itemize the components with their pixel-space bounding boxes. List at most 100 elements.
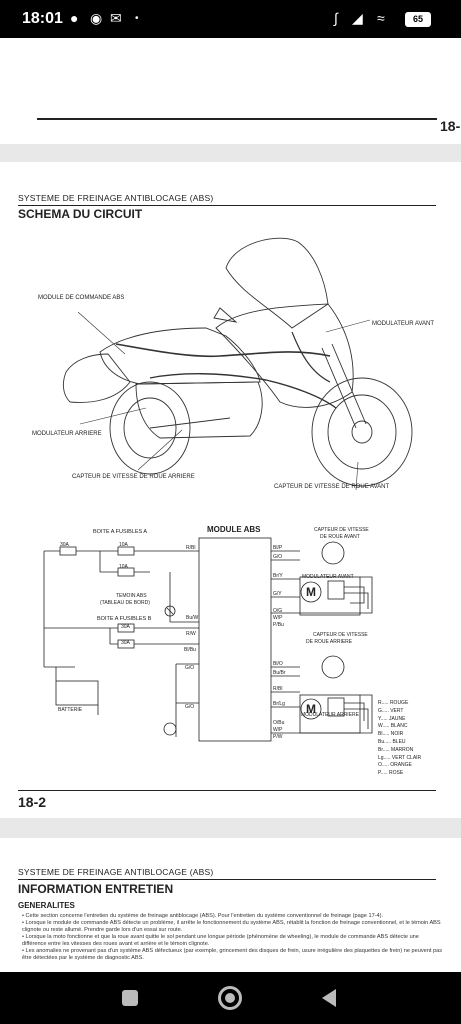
legend-item: Bu..... BLEU xyxy=(378,738,406,745)
wire-right: Bu/Br xyxy=(273,670,286,676)
callout-capteur-avant: CAPTEUR DE VITESSE DE ROUE AVANT xyxy=(274,484,390,490)
page-number: 18-2 xyxy=(18,794,47,810)
next-page: SYSTEME DE FREINAGE ANTIBLOCAGE (ABS) IN… xyxy=(0,838,461,972)
gmail-icon: ✉ xyxy=(110,10,122,26)
legend-item: R..... ROUGE xyxy=(378,700,409,706)
more-notifications-icon: • xyxy=(135,13,139,24)
battery-box xyxy=(55,680,99,706)
wire-right: P/W xyxy=(273,734,283,740)
wire-right: Br/Lg xyxy=(273,701,285,707)
temoin-label-2: (TABLEAU DE BORD) xyxy=(100,600,150,606)
signal-icon: ◢ xyxy=(352,10,363,26)
fuse-30a-b2 xyxy=(117,639,135,649)
wire-left: Bl/Bu xyxy=(184,647,196,653)
wire-right: G/O xyxy=(273,554,283,560)
legend-item: Y..... JAUNE xyxy=(378,715,406,722)
wire-right: W/P xyxy=(273,727,283,733)
rear-body-shape xyxy=(62,353,131,403)
bluetooth-icon: ∫ xyxy=(334,10,338,26)
recents-icon xyxy=(122,990,138,1006)
page-gap xyxy=(0,144,461,162)
rear-sensor-circle xyxy=(321,655,345,679)
motorcycle-illustration xyxy=(62,237,413,491)
chat-icon: ● xyxy=(70,10,79,26)
header-rule xyxy=(18,205,436,206)
previous-page: 18- xyxy=(0,38,461,144)
fuse-10a-1-label: 10A xyxy=(119,542,128,548)
footer-rule xyxy=(18,790,436,791)
modulateur-avant-label: MODULATEUR AVANT xyxy=(302,574,354,580)
next-page-title: INFORMATION ENTRETIEN xyxy=(18,882,174,896)
windscreen-shape xyxy=(225,237,329,329)
motor-m-rear: M xyxy=(306,702,316,716)
recents-button[interactable] xyxy=(116,984,144,1012)
callout-module-abs: MODULE DE COMMANDE ABS xyxy=(38,295,125,301)
page-title: SCHEMA DU CIRCUIT xyxy=(18,207,143,221)
navigation-bar xyxy=(0,972,461,1024)
front-modulator-box xyxy=(299,576,361,616)
wire-right: O/Bu xyxy=(273,720,285,726)
facebook-icon: ◉ xyxy=(90,10,103,26)
fuse-30a xyxy=(59,546,77,556)
wire-left: G/O xyxy=(185,704,195,710)
section-header: SYSTEME DE FREINAGE ANTIBLOCAGE (ABS) xyxy=(18,193,214,203)
wire-right: R/Bl xyxy=(273,686,283,692)
back-icon xyxy=(322,989,336,1007)
fuse-10a-1 xyxy=(117,546,135,556)
ground-symbol xyxy=(163,722,177,736)
boite-a-label: BOITE A FUSIBLES A xyxy=(93,529,148,535)
legend-item: Bl..... NOIR xyxy=(378,731,404,738)
wire-left: R/W xyxy=(186,631,196,637)
fuse-30a-b2-label: 30A xyxy=(121,640,130,646)
capteur-arriere-label-1: CAPTEUR DE VITESSE xyxy=(313,632,368,638)
next-header-rule xyxy=(18,879,436,880)
wire-left: Bu/W xyxy=(186,615,199,621)
capteur-arriere-label-2: DE ROUE ARRIERE xyxy=(306,639,353,645)
manual-page: SYSTEME DE FREINAGE ANTIBLOCAGE (ABS) SC… xyxy=(0,162,461,818)
fuse-30a-b1-label: 30A xyxy=(121,624,130,630)
page-gap xyxy=(0,818,461,838)
module-abs-label: MODULE ABS xyxy=(207,525,261,534)
callout-capteur-arriere: CAPTEUR DE VITESSE DE ROUE ARRIERE xyxy=(72,474,195,480)
front-sensor-circle xyxy=(321,541,345,565)
bullet-item: • Les anomalies ne provenant pas d'un sy… xyxy=(22,948,443,961)
capteur-avant-label-2: DE ROUE AVANT xyxy=(320,534,360,540)
bullet-item: • Lorsque la moto fonctionne et que la r… xyxy=(22,934,419,947)
wire-right: O/G xyxy=(273,608,283,614)
fuse-10a-2-label: 10A xyxy=(119,564,128,570)
capteur-avant-label-1: CAPTEUR DE VITESSE xyxy=(314,527,369,533)
legend-item: W..... BLANC xyxy=(378,723,408,730)
module-abs-box xyxy=(198,537,272,742)
status-time: 18:01 xyxy=(22,10,63,27)
front-wheel xyxy=(311,377,413,487)
modulateur-arriere-label: MODULATEUR ARRIERE xyxy=(301,712,359,718)
warning-lamp xyxy=(164,605,176,617)
wire-right: G/Y xyxy=(273,591,282,597)
page-rule xyxy=(37,118,437,120)
wifi-icon: ≈ xyxy=(377,10,385,26)
engine-shape xyxy=(135,381,263,439)
wire-right: Bl/P xyxy=(273,545,283,551)
fuse-10a-2 xyxy=(117,567,135,577)
legend-item: P..... ROSE xyxy=(378,770,404,777)
bullet-item: • Lorsque le module de commande ABS déte… xyxy=(22,920,441,933)
callout-modulateur-avant: MODULATEUR AVANT xyxy=(372,321,435,327)
back-button[interactable] xyxy=(316,984,344,1012)
callout-modulateur-arriere: MODULATEUR ARRIERE xyxy=(32,431,102,437)
next-bullets: • Cette section concerne l'entretien du … xyxy=(22,913,442,962)
fuse-30a-label: 30A xyxy=(60,542,69,548)
wire-right: P/Bu xyxy=(273,622,284,628)
legend-item: O..... ORANGE xyxy=(378,762,412,769)
battery-icon: 65 xyxy=(405,12,431,27)
wire-right: W/P xyxy=(273,615,283,621)
home-button[interactable] xyxy=(216,984,244,1012)
legend-item: G..... VERT xyxy=(378,707,404,714)
color-legend: R..... ROUGE G..... VERT Y..... JAUNE W.… xyxy=(378,700,421,778)
next-subtitle: GENERALITES xyxy=(18,901,75,910)
boite-b-label: BOITE A FUSIBLES B xyxy=(97,616,152,622)
rear-wheel xyxy=(109,381,191,475)
wire-left: G/O xyxy=(185,665,195,671)
wire-left: R/Bl xyxy=(186,545,196,551)
wire-right: Bl/O xyxy=(273,661,283,667)
temoin-label-1: TEMOIN ABS xyxy=(116,593,147,599)
